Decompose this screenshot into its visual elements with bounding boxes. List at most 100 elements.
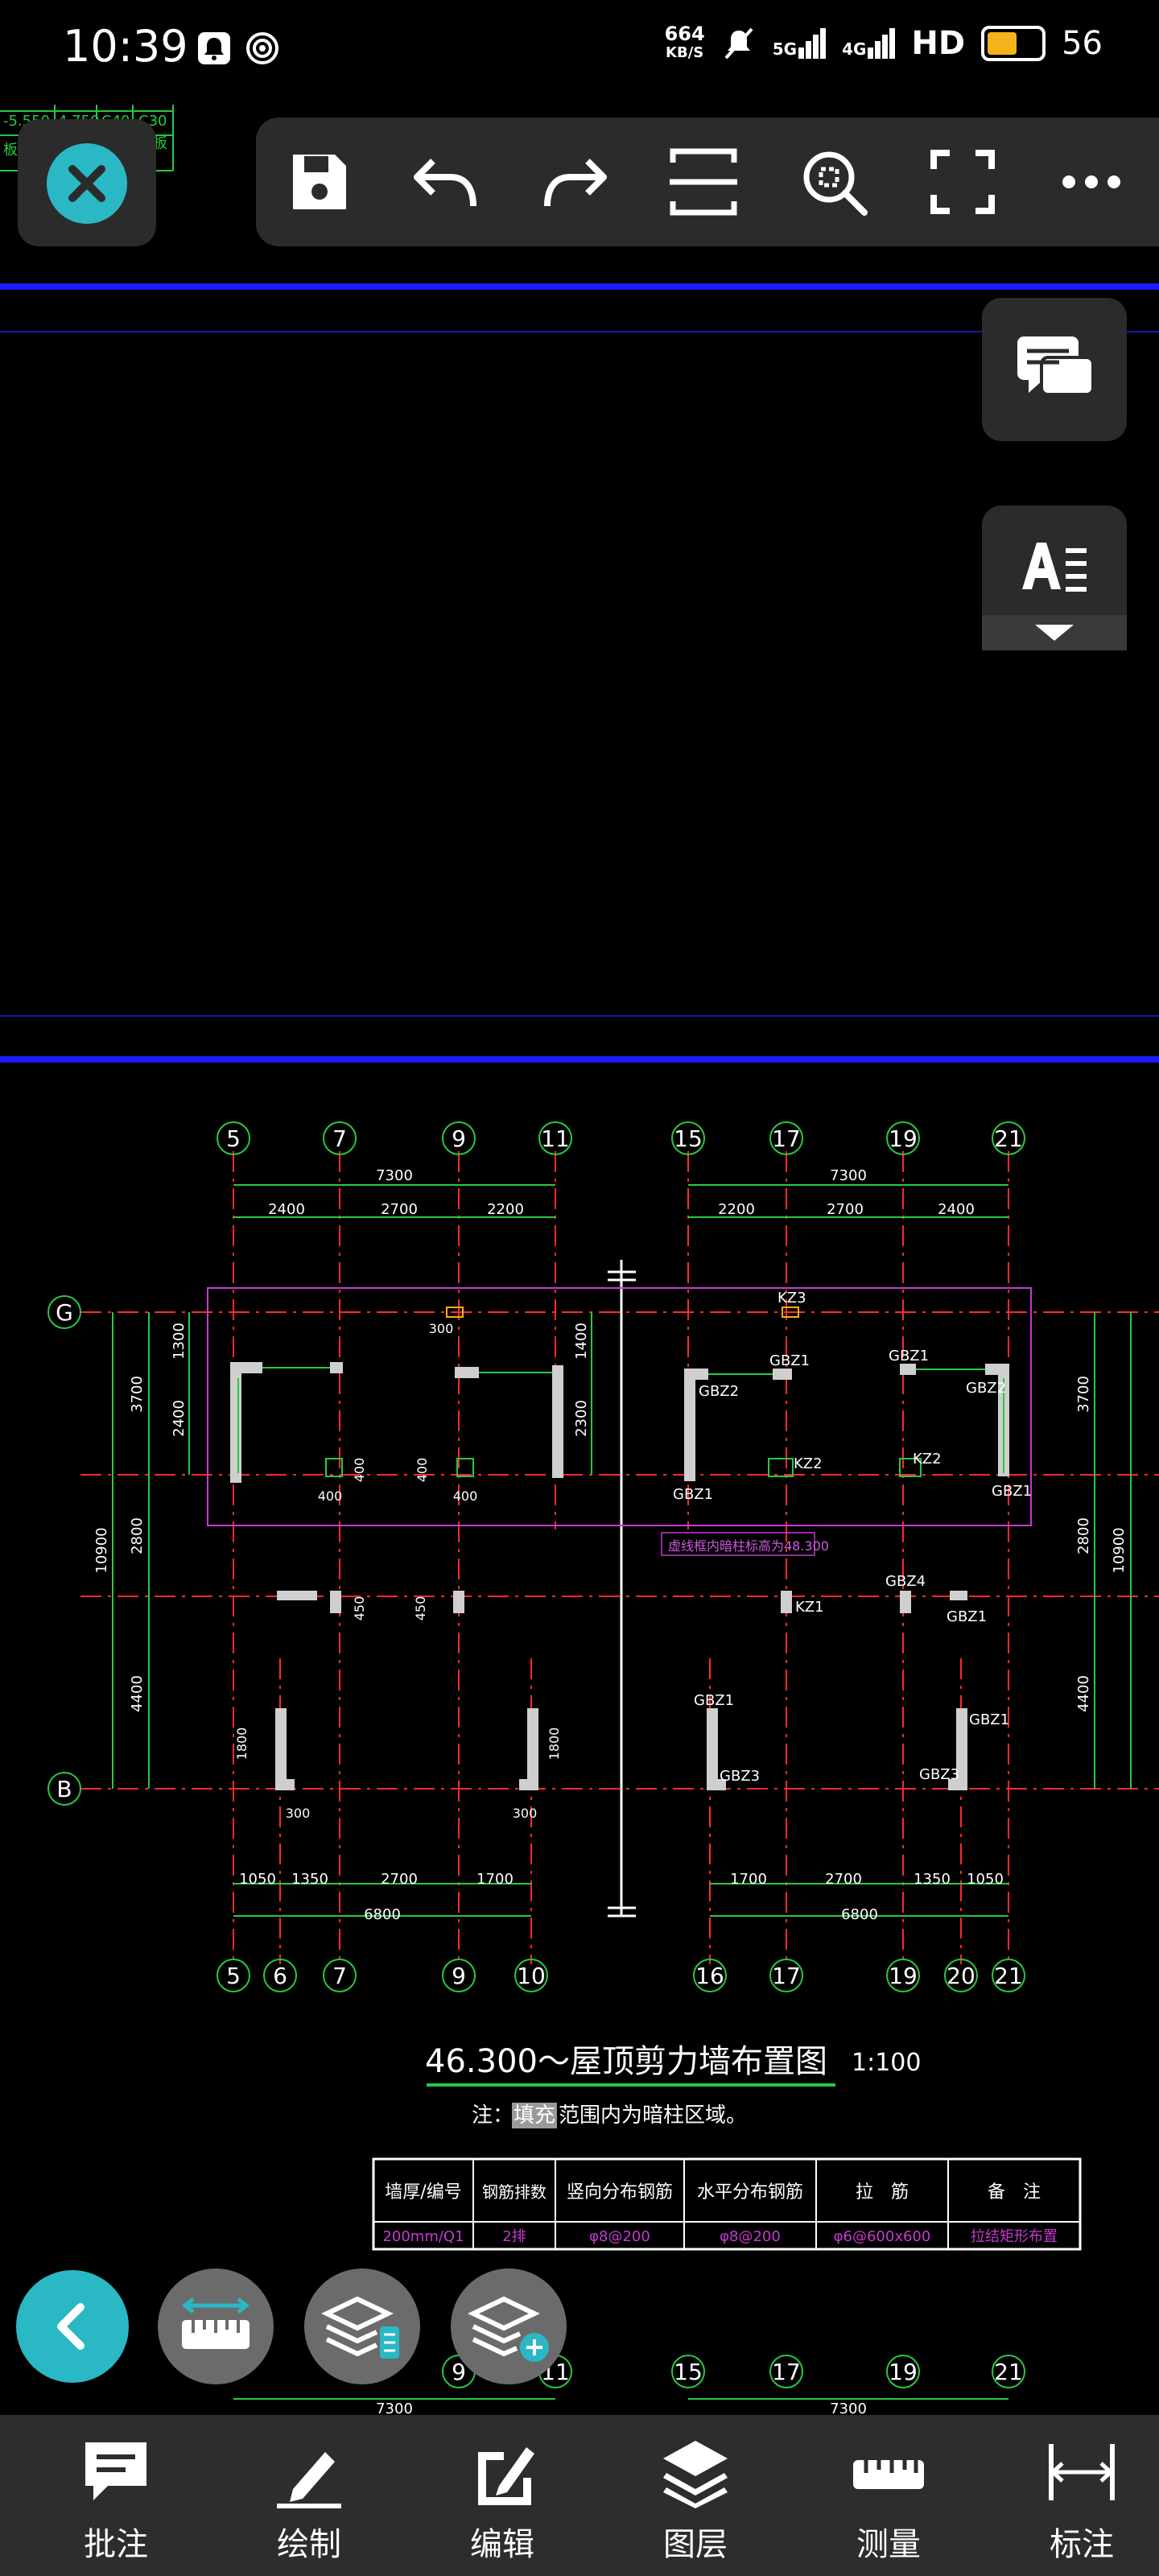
back-button[interactable]: [16, 2270, 129, 2383]
dim-text: 300: [286, 1806, 311, 1821]
close-icon[interactable]: [47, 143, 127, 224]
nav-item-edit[interactable]: 编辑: [422, 2415, 583, 2576]
dim-text: 2200: [487, 1201, 524, 1218]
dim-text: 1700: [476, 1871, 514, 1888]
axis-bubbles-top: [217, 1121, 1025, 1155]
axis-label: 9: [452, 1963, 466, 1989]
wall-label: KZ1: [795, 1599, 824, 1616]
network-speed: 664 KB/S: [665, 24, 705, 63]
fullscreen-icon[interactable]: [926, 145, 1000, 219]
corner-table-cell: 板: [3, 142, 18, 159]
ruler-button[interactable]: [158, 2268, 274, 2384]
nav-item-layers[interactable]: 图层: [615, 2415, 776, 2576]
dim-text: 450: [413, 1596, 428, 1621]
embedded-column-region: [207, 1287, 1032, 1526]
layers-icon: [663, 2441, 728, 2508]
nav-item-comment[interactable]: 批注: [35, 2415, 196, 2576]
dim-text: 1050: [239, 1871, 276, 1888]
axis-label: 21: [994, 1125, 1023, 1152]
dim-text: 1400: [573, 1323, 590, 1360]
battery-text: 56: [1062, 25, 1103, 62]
axis-label: 9: [452, 1125, 466, 1152]
nav-item-dimension[interactable]: 标注: [1001, 2415, 1159, 2576]
hotspot-icon: [246, 32, 278, 64]
axis-label: G: [56, 1299, 73, 1326]
axis-label: 21: [994, 1963, 1023, 1989]
hd-label: HD: [911, 25, 966, 62]
wall-label: KZ2: [794, 1455, 823, 1472]
dimension-icon: [1049, 2444, 1115, 2500]
dim-text: 2800: [1075, 1517, 1092, 1554]
dim-text: 400: [453, 1488, 478, 1504]
drawing-note-rest: 范围内为暗柱区域。: [559, 2103, 747, 2128]
nav-item-measure[interactable]: 测量: [808, 2415, 969, 2576]
table-cell: φ6@600x600: [834, 2228, 931, 2245]
axis-label: 5: [226, 1125, 241, 1152]
note-magenta-box: [661, 1532, 815, 1556]
dim-text: 1300: [171, 1323, 188, 1360]
wall-label: GBZ1: [694, 1692, 734, 1709]
table-header: 墙厚/编号: [385, 2182, 461, 2202]
dim-text: 3700: [129, 1376, 146, 1413]
kz-columns: [325, 1307, 922, 1477]
axis-label: 17: [772, 2359, 801, 2385]
dim-text: 2700: [381, 1871, 418, 1888]
axis-label: 17: [772, 1963, 801, 1989]
more-icon[interactable]: [1054, 145, 1128, 219]
wall-label: GBZ1: [889, 1348, 929, 1364]
table-cell: 200mm/Q1: [382, 2228, 464, 2245]
dim-text: 2400: [268, 1201, 305, 1218]
dim-text: 2300: [573, 1400, 590, 1437]
dim-text: 400: [415, 1458, 430, 1483]
comment-list-button[interactable]: [982, 298, 1127, 441]
dim-text: 2700: [381, 1201, 418, 1218]
dim-text: 1350: [291, 1871, 328, 1888]
net-speed-unit: KB/S: [666, 44, 704, 61]
pencil-icon: [277, 2452, 341, 2508]
redo-icon[interactable]: [538, 145, 612, 219]
close-button[interactable]: [18, 119, 156, 246]
wall-spans: [237, 1367, 1004, 1473]
dim-text: 300: [429, 1321, 454, 1336]
cad-drawing-canvas[interactable]: -5.550 4.750 C40 C30 板 梁板 柱: [0, 0, 1159, 2415]
axis-label: 15: [674, 2359, 703, 2385]
axis-bubbles-bottom: [217, 1959, 1025, 1992]
crop-icon[interactable]: [666, 145, 740, 219]
wall-label: GBZ3: [720, 1768, 760, 1785]
save-icon[interactable]: [282, 145, 356, 219]
dim-text: 6800: [364, 1906, 401, 1923]
text-style-button[interactable]: [982, 506, 1127, 650]
dim-text: 6800: [841, 1906, 878, 1923]
nav-item-draw[interactable]: 绘制: [229, 2415, 390, 2576]
nav-label: 测量: [856, 2526, 921, 2563]
drawing-scale: 1:100: [852, 2049, 921, 2077]
dim-text: 4400: [1075, 1675, 1092, 1712]
edit-icon: [478, 2447, 534, 2505]
layer-list-button[interactable]: [304, 2268, 420, 2384]
battery-icon: [981, 26, 1046, 61]
axis-label: 19: [889, 2359, 918, 2385]
zoom-fit-icon[interactable]: [797, 145, 871, 219]
nav-label: 标注: [1050, 2526, 1114, 2563]
break-line: [608, 1260, 636, 1918]
next-sheet-bubbles: [233, 2355, 1025, 2400]
notification-bell-icon: [198, 32, 230, 64]
top-toolbar: [256, 118, 1159, 246]
dim-text: 7300: [376, 1167, 413, 1184]
drawing-note-prefix: 注：: [472, 2103, 514, 2128]
table-header: 竖向分布钢筋: [567, 2182, 673, 2202]
signal-4g-icon: 4G: [842, 28, 896, 59]
nav-label: 图层: [663, 2526, 728, 2563]
add-layer-button[interactable]: [451, 2268, 567, 2384]
table-cell: φ8@200: [589, 2228, 650, 2245]
dim-text: 7300: [830, 1167, 867, 1184]
axis-label: B: [56, 1776, 72, 1802]
layer-list-icon: [320, 2296, 399, 2359]
undo-icon[interactable]: [409, 145, 483, 219]
net-speed-value: 664: [664, 23, 705, 45]
dim-text: 400: [352, 1458, 367, 1483]
axis-bubble-g: [47, 1295, 81, 1329]
axis-label: 6: [273, 1963, 287, 1989]
dim-text: 10900: [1111, 1527, 1128, 1573]
axis-label: 17: [772, 1125, 801, 1152]
